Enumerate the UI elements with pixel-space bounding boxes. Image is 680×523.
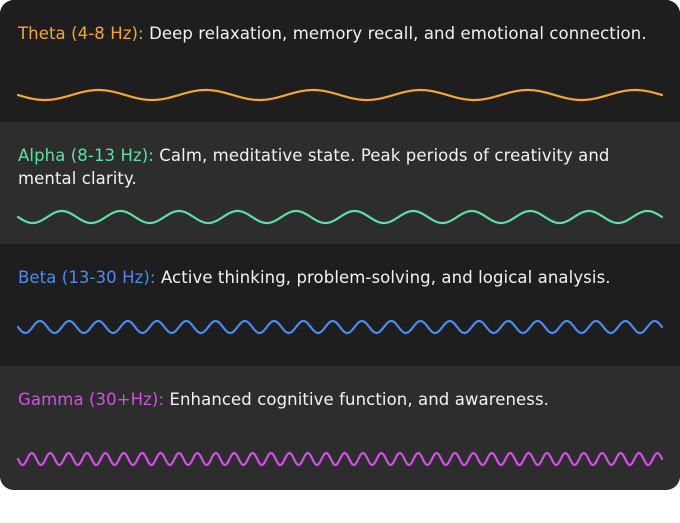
beta-band: Beta (13-30 Hz): Active thinking, proble… xyxy=(0,244,680,366)
gamma-text: Enhanced cognitive function, and awarene… xyxy=(164,390,550,409)
beta-wave xyxy=(16,319,664,335)
gamma-band: Gamma (30+Hz): Enhanced cognitive functi… xyxy=(0,366,680,490)
alpha-label: Alpha (8-13 Hz): xyxy=(18,146,154,165)
theta-text: Deep relaxation, memory recall, and emot… xyxy=(143,24,647,43)
gamma-description: Gamma (30+Hz): Enhanced cognitive functi… xyxy=(18,388,662,411)
alpha-text: Calm, meditative state. Peak periods of … xyxy=(18,146,610,188)
gamma-wave xyxy=(16,451,664,467)
beta-text: Active thinking, problem-solving, and lo… xyxy=(155,268,611,287)
brainwave-card: Theta (4-8 Hz): Deep relaxation, memory … xyxy=(0,0,680,490)
theta-wave xyxy=(16,88,664,102)
beta-description: Beta (13-30 Hz): Active thinking, proble… xyxy=(18,266,662,289)
theta-label: Theta (4-8 Hz): xyxy=(18,24,144,43)
wave-line xyxy=(16,209,664,225)
wave-line xyxy=(16,88,664,102)
theta-description: Theta (4-8 Hz): Deep relaxation, memory … xyxy=(18,22,662,45)
alpha-wave xyxy=(16,209,664,225)
gamma-label: Gamma (30+Hz): xyxy=(18,390,165,409)
wave-line xyxy=(16,451,664,467)
theta-band: Theta (4-8 Hz): Deep relaxation, memory … xyxy=(0,0,680,122)
wave-line xyxy=(16,319,664,335)
alpha-description: Alpha (8-13 Hz): Calm, meditative state.… xyxy=(18,144,662,190)
alpha-band: Alpha (8-13 Hz): Calm, meditative state.… xyxy=(0,122,680,244)
beta-label: Beta (13-30 Hz): xyxy=(18,268,156,287)
